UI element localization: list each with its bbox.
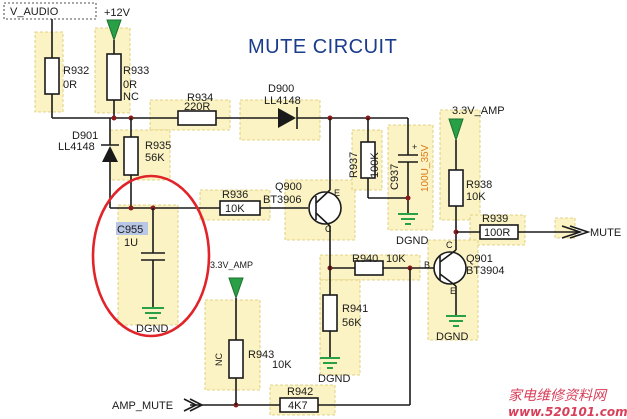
power-arrow-3v3-left — [228, 277, 244, 300]
r939-ref: R939 — [482, 213, 508, 225]
d900-value: LL4148 — [264, 95, 301, 107]
power-arrow-12v — [106, 19, 122, 42]
q900-pin-c: C — [325, 224, 332, 234]
c937-ref: C937 — [389, 164, 401, 190]
r936-ref: R936 — [222, 189, 248, 201]
q901-pin-e: E — [450, 286, 456, 296]
transistor-q901 — [433, 251, 467, 285]
q900-value: BT3906 — [263, 194, 302, 206]
r941-value: 56K — [342, 317, 362, 329]
r938-value: 10K — [466, 191, 486, 203]
r935-value: 56K — [145, 152, 165, 164]
r943-value: 10K — [272, 359, 292, 371]
d900-ref: D900 — [268, 83, 294, 95]
r942-value: 4K7 — [288, 400, 308, 412]
net-label-3v3-amp-right: 3.3V_AMP — [452, 105, 505, 117]
dgnd-c955: DGND — [136, 323, 168, 335]
resistor-r938 — [448, 169, 464, 207]
resistor-r933 — [106, 53, 122, 101]
diode-d900 — [278, 108, 296, 128]
d901-ref: D901 — [72, 130, 98, 142]
resistor-r932 — [44, 57, 60, 95]
net-label-v-audio: V_AUDIO — [10, 6, 59, 18]
highlight-circle-annotation — [91, 174, 211, 338]
c955-ref: C955 — [117, 224, 143, 236]
power-arrow-3v3-right — [448, 118, 464, 142]
r935-ref: R935 — [145, 140, 171, 152]
d901-value: LL4148 — [58, 141, 95, 153]
r943-ref: R943 — [248, 349, 274, 361]
net-label-12v: +12V — [104, 7, 131, 19]
net-label-mute: MUTE — [590, 227, 621, 239]
r932-ref: R932 — [63, 65, 89, 77]
r933-note: NC — [123, 91, 139, 103]
watermark-url: www.520101.com — [508, 405, 627, 419]
resistor-r943 — [228, 339, 244, 379]
r936-value: 10K — [225, 203, 245, 215]
q901-pin-c: C — [446, 240, 453, 250]
resistor-r941 — [322, 294, 338, 332]
net-label-3v3-amp-left: 3.3V_AMP — [210, 260, 253, 270]
net-label-amp-mute: AMP_MUTE — [112, 400, 173, 412]
resistor-r935 — [123, 136, 139, 176]
q900-pin-e: E — [334, 188, 340, 198]
r933-value: 0R — [123, 79, 137, 91]
page-title: MUTE CIRCUIT — [248, 36, 397, 58]
dgnd-q901: DGND — [436, 331, 468, 343]
r934-ref: R934 — [187, 92, 213, 104]
watermark-text: 家电维修资料网 — [508, 388, 608, 404]
r942-ref: R942 — [287, 386, 313, 398]
r933-ref: R933 — [123, 65, 149, 77]
resistor-r934 — [177, 110, 217, 126]
c937-plus-mark: + — [412, 142, 417, 152]
dgnd-r941: DGND — [318, 373, 350, 385]
c955-value: 1U — [124, 237, 138, 249]
r941-ref: R941 — [342, 303, 368, 315]
r943-note: NC — [214, 353, 224, 366]
r940-value: 10K — [386, 253, 406, 265]
r939-value: 100R — [484, 227, 510, 239]
q901-pin-b: B — [424, 260, 430, 270]
q901-value: BT3904 — [466, 265, 505, 277]
r940-ref: R940 — [352, 253, 378, 265]
transistor-q900 — [308, 191, 342, 225]
r934-value: 220R — [184, 101, 210, 113]
dgnd-c937: DGND — [396, 235, 428, 247]
c955-ref-highlight — [116, 222, 148, 235]
r932-value: 0R — [63, 79, 77, 91]
r937-value: 100K — [369, 152, 381, 178]
diode-d901 — [102, 146, 118, 162]
r937-ref: R937 — [348, 152, 360, 178]
q900-ref: Q900 — [275, 181, 302, 193]
q901-ref: Q901 — [466, 253, 493, 265]
r938-ref: R938 — [466, 179, 492, 191]
c937-value: 100U_35V — [420, 144, 431, 192]
